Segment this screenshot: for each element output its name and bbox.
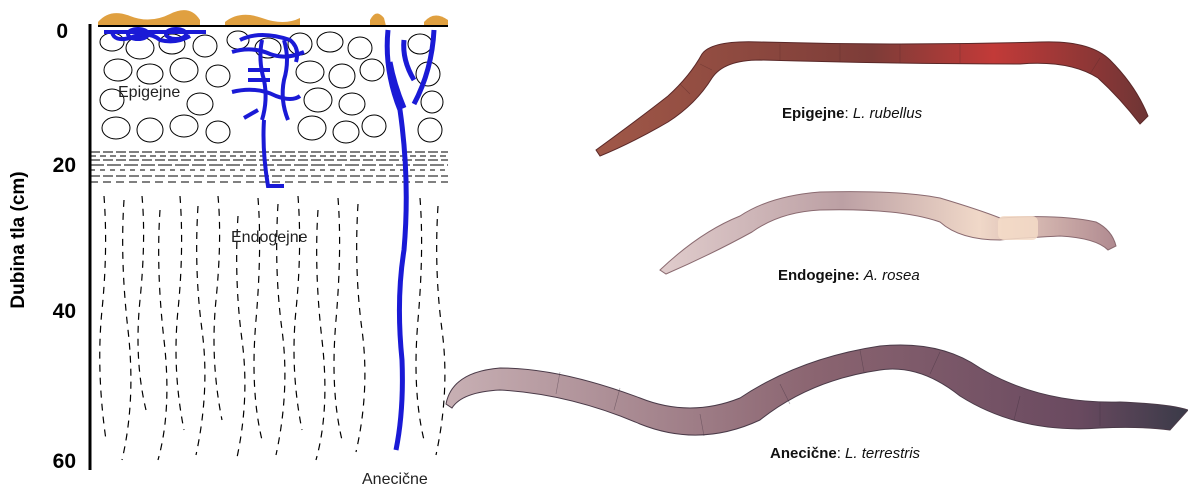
zone-label-anecic: Anecične [362,471,428,488]
zone-label-endogeic: Endogejne [231,229,308,246]
anecic-burrow [387,30,434,450]
tick-label-20: 20 [53,154,76,177]
caption-species: A. rosea [863,267,920,284]
worm-lumbricus-rubellus [596,42,1148,156]
caption-anecic: Anecične: L. terrestris [770,445,921,462]
soil-profile: Epigejne Endogejne Anecične [90,10,448,488]
caption-group: Anecične [770,445,837,462]
caption-endogeic: Endogejne: A. rosea [778,267,920,284]
caption-group: Epigejne [782,105,845,122]
tick-label-60: 60 [53,450,76,473]
caption-epigeic: Epigejne: L. rubellus [782,105,923,122]
caption-separator: : [845,105,853,122]
caption-species: L. rubellus [853,105,923,122]
worm-lumbricus-terrestris [446,345,1188,436]
clitellum [998,216,1038,240]
tick-label-40: 40 [53,300,76,323]
zone-label-epigeic: Epigejne [118,84,180,101]
tick-label-0: 0 [56,20,68,43]
worm-aporrectodea-rosea [660,192,1116,274]
depth-axis: Dubina tla (cm) 0 20 40 60 [8,20,90,473]
litter-layer [98,10,448,26]
compacted-layer [90,152,448,182]
axis-title: Dubina tla (cm) [8,171,29,308]
caption-species: L. terrestris [845,445,921,462]
caption-separator: : [837,445,845,462]
caption-group: Endogejne: [778,267,860,284]
